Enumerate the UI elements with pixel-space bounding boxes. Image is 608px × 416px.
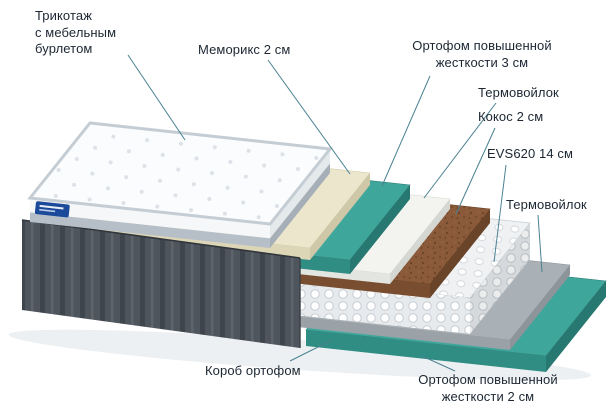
brand-tag (34, 201, 70, 218)
ground-shadow (8, 329, 592, 381)
leader-box (289, 339, 333, 362)
leader-orthofoam-top (381, 75, 431, 187)
label-knit-cover: Трикотаж с мебельным бурлетом (35, 8, 117, 57)
label-thermofelt-upper: Термовойлок (478, 85, 559, 100)
label-box: Короб ортофом (205, 363, 301, 378)
label-coconut: Кокос 2 см (478, 109, 544, 124)
leader-springs (493, 164, 507, 263)
leader-knit (127, 54, 186, 141)
leader-thermofelt-lower (537, 214, 543, 273)
label-memorix: Меморикс 2 см (198, 42, 291, 57)
label-springs: EVS620 14 см (487, 146, 574, 161)
layer-knit-cover (27, 121, 333, 248)
label-orthofoam-bottom: Ортофом повышенной жесткости 2 см (418, 372, 558, 404)
label-orthofoam-top: Ортофом повышенной жесткости 3 см (412, 38, 552, 70)
leader-lines (127, 54, 543, 372)
leader-orthofoam-bottom (421, 355, 456, 372)
leader-thermofelt-upper (423, 102, 497, 199)
label-thermofelt-lower: Термовойлок (506, 197, 587, 212)
leader-memorix (267, 59, 351, 175)
layer-box (21, 219, 301, 348)
leader-coconut (455, 127, 496, 215)
